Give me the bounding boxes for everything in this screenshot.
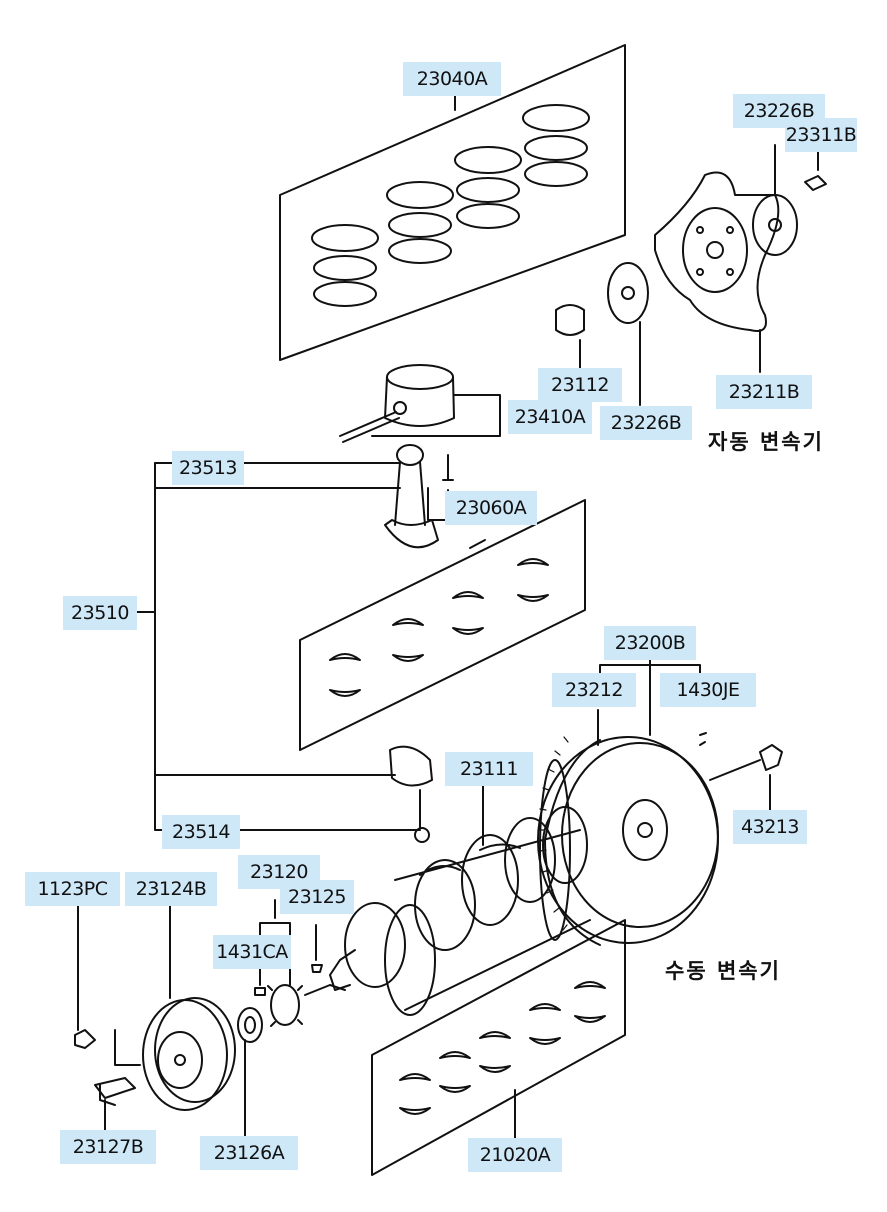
- con-rod-bearing-panel: [299, 499, 586, 751]
- part-label-23311B[interactable]: 23311B: [785, 118, 857, 152]
- part-label-23212[interactable]: 23212: [552, 673, 636, 707]
- crank-pulley-drawing: [74, 899, 346, 1141]
- piston-ring-group-3: [454, 146, 522, 229]
- part-label-23514[interactable]: 23514: [162, 815, 240, 849]
- part-label-23126A[interactable]: 23126A: [200, 1136, 298, 1170]
- piston-ring-group-2: [386, 181, 454, 264]
- part-label-23040A[interactable]: 23040A: [403, 62, 501, 96]
- part-label-23060A[interactable]: 23060A: [445, 491, 537, 525]
- part-label-23513[interactable]: 23513: [172, 451, 244, 485]
- part-label-21020A[interactable]: 21020A: [468, 1138, 562, 1172]
- bearing-cap-drawing: [389, 745, 433, 843]
- note-manual-transmission: 수동 변속기: [665, 959, 781, 983]
- part-label-23125[interactable]: 23125: [280, 880, 354, 914]
- part-label-23410A[interactable]: 23410A: [508, 400, 592, 434]
- part-label-1430JE[interactable]: 1430JE: [660, 673, 756, 707]
- part-label-43213[interactable]: 43213: [733, 810, 807, 844]
- piston-ring-group-4: [522, 104, 590, 187]
- part-label-23211B[interactable]: 23211B: [716, 375, 812, 409]
- part-label-1431CA[interactable]: 1431CA: [213, 935, 291, 969]
- part-label-23226B-top[interactable]: 23226B: [733, 94, 825, 128]
- part-label-23111[interactable]: 23111: [445, 752, 533, 786]
- part-label-23127B[interactable]: 23127B: [60, 1130, 156, 1164]
- con-rod-bracket: [134, 462, 421, 831]
- crankshaft-drawing: [329, 784, 591, 1016]
- piston-drawing: [339, 364, 501, 443]
- part-label-23200B[interactable]: 23200B: [604, 626, 696, 660]
- part-label-23510[interactable]: 23510: [63, 596, 137, 630]
- piston-ring-group-1: [311, 224, 379, 307]
- drive-plate-assembly: [555, 144, 827, 406]
- note-automatic-transmission: 자동 변속기: [708, 430, 824, 454]
- flywheel-drawing: [537, 659, 783, 946]
- part-label-23112[interactable]: 23112: [538, 368, 622, 402]
- main-bearing-panel: [371, 919, 626, 1176]
- piston-ring-set-panel: [279, 44, 626, 361]
- part-label-23226B-bottom[interactable]: 23226B: [600, 406, 692, 440]
- part-label-23124B[interactable]: 23124B: [125, 872, 217, 906]
- part-label-1123PC[interactable]: 1123PC: [25, 872, 120, 906]
